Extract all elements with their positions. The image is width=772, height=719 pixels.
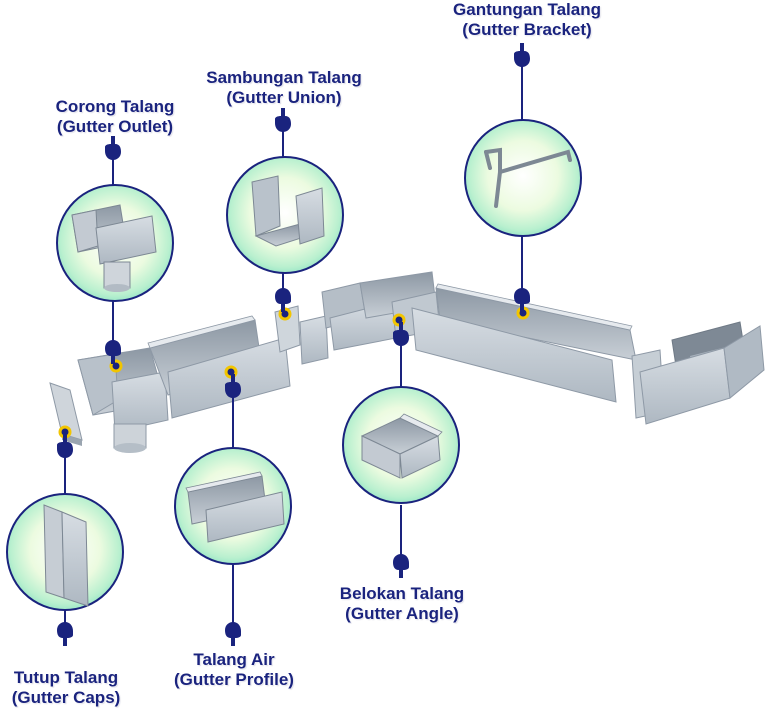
- pointing-hand-icon: [275, 108, 291, 132]
- callout-bubble-angle: [342, 386, 460, 504]
- gutter-angle-icon: [360, 413, 443, 479]
- gutter-profile-part: [147, 315, 291, 419]
- callout-bubble-profile: [174, 447, 292, 565]
- gutter-outlet-part: [77, 347, 169, 453]
- label-line-english: (Gutter Bracket): [462, 20, 592, 39]
- gutter-end-part: [631, 321, 765, 425]
- label-gutter-profile: Talang Air (Gutter Profile): [174, 650, 294, 690]
- pointing-hand-icon: [225, 622, 241, 646]
- label-line-indonesian: Sambungan Talang: [206, 68, 362, 87]
- label-line-english: (Gutter Angle): [345, 604, 459, 623]
- label-line-english: (Gutter Profile): [174, 670, 294, 689]
- label-gutter-angle: Belokan Talang (Gutter Angle): [340, 584, 464, 624]
- label-line-indonesian: Belokan Talang: [339, 584, 465, 603]
- label-gutter-union: Sambungan Talang (Gutter Union): [206, 68, 362, 108]
- pointing-hand-icon: [105, 340, 121, 364]
- pointing-hand-icon: [393, 322, 409, 346]
- label-gutter-caps: Tutup Talang (Gutter Caps): [12, 668, 121, 708]
- label-line-indonesian: Gantungan Talang: [453, 0, 601, 19]
- pointing-hand-icon: [514, 43, 530, 67]
- callout-bubble-bracket: [464, 119, 582, 237]
- gutter-outlet-icon: [71, 204, 157, 292]
- label-line-indonesian: Tutup Talang: [13, 668, 119, 687]
- gutter-cap-icon: [43, 504, 89, 607]
- callout-bubble-cap: [6, 493, 124, 611]
- callout-bubble-union: [226, 156, 344, 274]
- label-gutter-bracket: Gantungan Talang (Gutter Bracket): [453, 0, 601, 40]
- label-line-english: (Gutter Outlet): [56, 117, 174, 136]
- pointing-hand-icon: [105, 136, 121, 160]
- label-gutter-outlet: Corong Talang (Gutter Outlet): [56, 97, 175, 137]
- label-line-indonesian: Talang Air: [193, 650, 275, 669]
- pointing-hand-icon: [275, 288, 291, 312]
- callout-bubble-outlet: [56, 184, 174, 302]
- label-line-english: (Gutter Caps): [11, 688, 121, 707]
- label-line-english: (Gutter Union): [226, 88, 342, 107]
- pointer-icons: [57, 43, 530, 646]
- pointing-hand-icon: [514, 288, 530, 312]
- pointing-hand-icon: [57, 622, 73, 646]
- pointing-hand-icon: [393, 554, 409, 578]
- label-line-indonesian: Corong Talang: [55, 97, 175, 116]
- pointing-hand-icon: [225, 374, 241, 398]
- pointing-hand-icon: [57, 434, 73, 458]
- gutter-assembly: [49, 271, 765, 453]
- gutter-bracket-icon: [484, 147, 572, 208]
- gutter-union-icon: [251, 175, 325, 247]
- gutter-profile-icon: [185, 471, 285, 543]
- gutter-right-part: [411, 283, 637, 403]
